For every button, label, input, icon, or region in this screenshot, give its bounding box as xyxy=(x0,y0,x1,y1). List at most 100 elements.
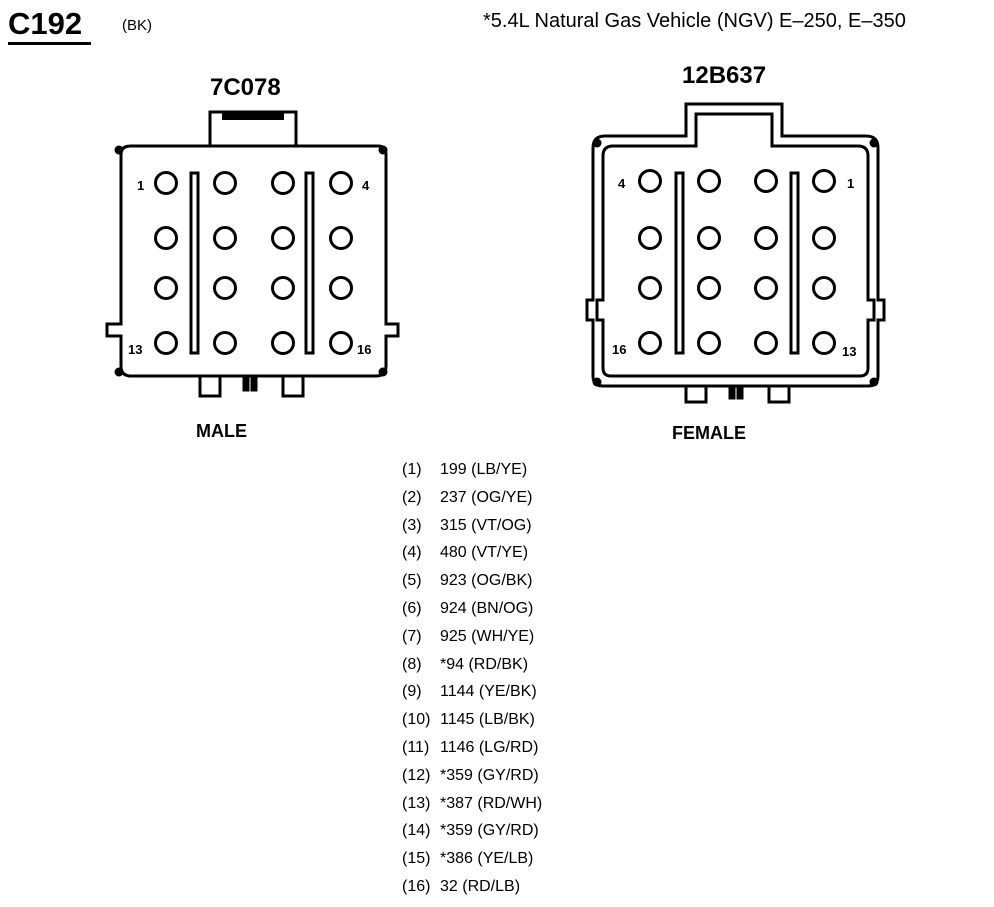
pin-circuit-list: (1) 199 (LB/YE) (2) 237 (OG/YE) (3) 315 (VT/O… xyxy=(402,456,542,901)
male-bottom-key xyxy=(250,374,258,392)
pin-circuit: *94 (RD/BK) xyxy=(440,655,529,673)
pin-cavity xyxy=(329,276,353,300)
pin-cavity xyxy=(213,331,237,355)
pin-cavity xyxy=(271,226,295,250)
pin-circuit: 315 (VT/OG) xyxy=(440,516,532,534)
male-pin-label-16: 16 xyxy=(357,342,371,357)
pin-cavity xyxy=(754,226,778,250)
pin-cavity xyxy=(271,331,295,355)
pin-cavity xyxy=(754,276,778,300)
male-bottom-tab xyxy=(281,374,305,398)
male-corner-nub xyxy=(378,145,388,155)
male-corner-nub xyxy=(114,367,124,377)
pin-row: (7) 925 (WH/YE) xyxy=(402,623,542,651)
female-separator xyxy=(674,171,685,355)
male-separator xyxy=(304,171,315,355)
pin-number: (16) xyxy=(402,877,431,895)
female-corner-nub xyxy=(592,138,602,148)
pin-cavity xyxy=(329,226,353,250)
pin-cavity xyxy=(638,276,662,300)
pin-number: (2) xyxy=(402,488,422,506)
pin-number: (8) xyxy=(402,655,422,673)
pin-number: (3) xyxy=(402,516,422,534)
pin-circuit: 32 (RD/LB) xyxy=(440,877,521,895)
pin-circuit: 199 (LB/YE) xyxy=(440,461,528,478)
female-separator xyxy=(789,171,800,355)
pin-number: (4) xyxy=(402,544,422,562)
female-corner-nub xyxy=(869,377,879,387)
pin-row: (9) 1144 (YE/BK) xyxy=(402,678,542,706)
male-part-number: 7C078 xyxy=(210,74,281,101)
pin-circuit: 924 (BN/OG) xyxy=(440,599,534,617)
pin-number: (14) xyxy=(402,822,431,840)
pin-number: (5) xyxy=(402,572,422,590)
pin-cavity xyxy=(638,331,662,355)
female-pin-label-13: 13 xyxy=(842,344,856,359)
pin-number: (6) xyxy=(402,599,422,617)
pin-circuit: *387 (RD/WH) xyxy=(440,794,543,812)
pin-row: (15)*386 (YE/LB) xyxy=(402,845,542,873)
female-corner-nub xyxy=(592,377,602,387)
female-bottom-key xyxy=(736,384,744,400)
pin-circuit: 1144 (YE/BK) xyxy=(440,683,537,701)
pin-circuit: 480 (VT/YE) xyxy=(440,544,529,562)
pin-number: (11) xyxy=(402,738,430,756)
pin-row: (1) 199 (LB/YE) xyxy=(402,456,542,484)
pin-cavity xyxy=(271,276,295,300)
pin-cavity xyxy=(329,171,353,195)
pin-number: (7) xyxy=(402,627,422,645)
pin-circuit: 1145 (LB/BK) xyxy=(440,711,535,729)
pin-cavity xyxy=(154,276,178,300)
pin-row: (13) *387 (RD/WH) xyxy=(402,790,542,818)
pin-row: (16) 32 (RD/LB) xyxy=(402,873,542,901)
pin-cavity xyxy=(213,276,237,300)
pin-number: (9) xyxy=(402,683,422,701)
pin-circuit: *359 (GY/RD) xyxy=(440,766,539,784)
pin-circuit: 1146 (LG/RD) xyxy=(440,738,539,756)
female-bottom-tab xyxy=(684,384,708,404)
pin-circuit: *359 (GY/RD) xyxy=(440,822,539,840)
pin-cavity xyxy=(697,226,721,250)
male-label: MALE xyxy=(196,421,247,441)
pin-cavity xyxy=(812,331,836,355)
male-bottom-key xyxy=(242,374,250,392)
pin-number: (15) xyxy=(402,850,431,868)
pin-cavity xyxy=(638,169,662,193)
pin-row: (5) 923 (OG/BK) xyxy=(402,567,542,595)
pin-number: (1) xyxy=(402,461,422,478)
pin-cavity xyxy=(638,226,662,250)
male-separator xyxy=(189,171,200,355)
female-bottom-key xyxy=(728,384,736,400)
pin-cavity xyxy=(154,331,178,355)
female-pin-label-16: 16 xyxy=(612,342,626,357)
female-body-inner xyxy=(595,112,876,378)
pin-cavity xyxy=(271,171,295,195)
connector-color: (BK) xyxy=(122,17,152,34)
pin-row: (14) *359 (GY/RD) xyxy=(402,817,542,845)
pin-cavity xyxy=(754,331,778,355)
pin-cavity xyxy=(697,276,721,300)
pin-row: (11) 1146 (LG/RD) xyxy=(402,734,542,762)
pin-row: (2) 237 (OG/YE) xyxy=(402,484,542,512)
male-body xyxy=(105,144,400,378)
male-corner-nub xyxy=(114,145,124,155)
pin-number: (12) xyxy=(402,766,431,784)
female-pin-label-4: 4 xyxy=(618,176,626,191)
pin-row: (8) *94 (RD/BK) xyxy=(402,651,542,679)
pin-cavity xyxy=(697,331,721,355)
pin-number: (13) xyxy=(402,794,431,812)
male-bottom-tab xyxy=(198,374,222,398)
pin-row: (6) 924 (BN/OG) xyxy=(402,595,542,623)
pin-cavity xyxy=(754,169,778,193)
pin-number: (10) xyxy=(402,711,431,729)
pin-circuit: 237 (OG/YE) xyxy=(440,488,533,506)
connector-id: C192 xyxy=(8,6,83,41)
pin-cavity xyxy=(213,171,237,195)
male-pin-label-4: 4 xyxy=(362,178,370,193)
pin-cavity xyxy=(154,226,178,250)
pin-circuit: 925 (WH/YE) xyxy=(440,627,535,645)
pin-circuit: 923 (OG/BK) xyxy=(440,572,533,590)
connector-id-underline xyxy=(8,42,91,45)
male-pin-label-1: 1 xyxy=(137,178,144,193)
